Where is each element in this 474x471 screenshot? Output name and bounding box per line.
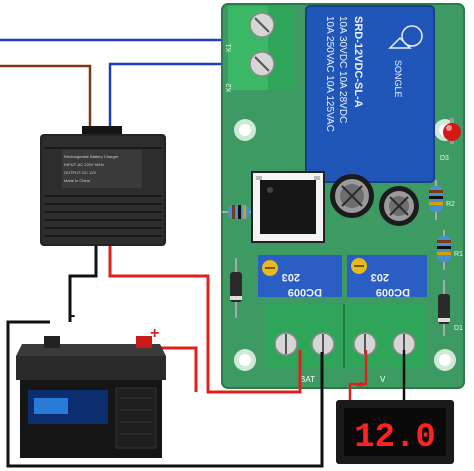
adapter-label-4: Made in China xyxy=(64,178,91,183)
battery-plus-sign: + xyxy=(150,325,159,342)
pcb-label-r2: R2 xyxy=(446,201,455,208)
pot-right-label: 203 xyxy=(371,271,389,283)
adapter-label-3: OUTPUT: DC 12V xyxy=(64,170,97,175)
relay-line-3: SRD-12VDC-SL-A xyxy=(352,16,364,108)
voltmeter-plus-sign: + xyxy=(356,377,364,393)
resistor-left xyxy=(222,205,256,219)
adapter-label-2: INPUT: AC 220V 50Hz xyxy=(64,162,104,167)
voltmeter xyxy=(336,400,454,464)
potentiometer-left xyxy=(258,255,342,297)
pcb-label-d1: D1 xyxy=(454,325,463,332)
pcb-label-r1: R1 xyxy=(454,251,463,258)
output-terminal-block xyxy=(266,304,426,368)
pot-left-code: DC009 xyxy=(288,286,322,298)
power-adapter xyxy=(40,126,166,246)
diode-left xyxy=(230,258,242,318)
voltmeter-reading: 12.0 xyxy=(354,419,436,457)
battery-minus-sign: - xyxy=(70,307,75,324)
voltmeter-wire-red xyxy=(348,350,368,404)
potentiometer-right xyxy=(347,255,427,297)
relay-wire-blue xyxy=(108,62,240,130)
capacitor-left xyxy=(330,174,374,218)
relay-brand: SONGLE xyxy=(393,60,403,98)
diode-right xyxy=(438,280,450,336)
battery-wire-red xyxy=(148,346,198,392)
resistor-r1 xyxy=(437,230,451,270)
terminal-label-k1: K1 xyxy=(226,43,233,52)
terminal-label-k2: K2 xyxy=(226,83,233,92)
adapter-wire-red xyxy=(108,246,302,394)
resistor-r2 xyxy=(429,180,443,220)
relay xyxy=(305,5,435,183)
adapter-wire-black xyxy=(68,246,98,322)
battery-wire-black xyxy=(6,320,324,468)
mains-wire-brown xyxy=(0,64,92,130)
relay-line-2: 10A 30VDC 10A 28VDC xyxy=(337,16,348,123)
adapter-label-1: Rechargeable Battery Charger xyxy=(64,154,119,159)
terminal-label-v: V xyxy=(380,375,386,384)
led-indicator xyxy=(443,118,461,144)
relay-line-1: 10A 250VAC 10A 125VAC xyxy=(324,16,335,132)
car-battery xyxy=(16,336,166,458)
input-terminal-block xyxy=(228,6,294,90)
terminal-label-bat: BAT xyxy=(300,375,315,384)
pot-right-code: DC009 xyxy=(376,286,410,298)
pcb-label-d3: D3 xyxy=(440,155,449,162)
capacitor-right xyxy=(379,186,419,226)
pot-left-label: 203 xyxy=(282,271,300,283)
ic-chip xyxy=(251,171,325,243)
